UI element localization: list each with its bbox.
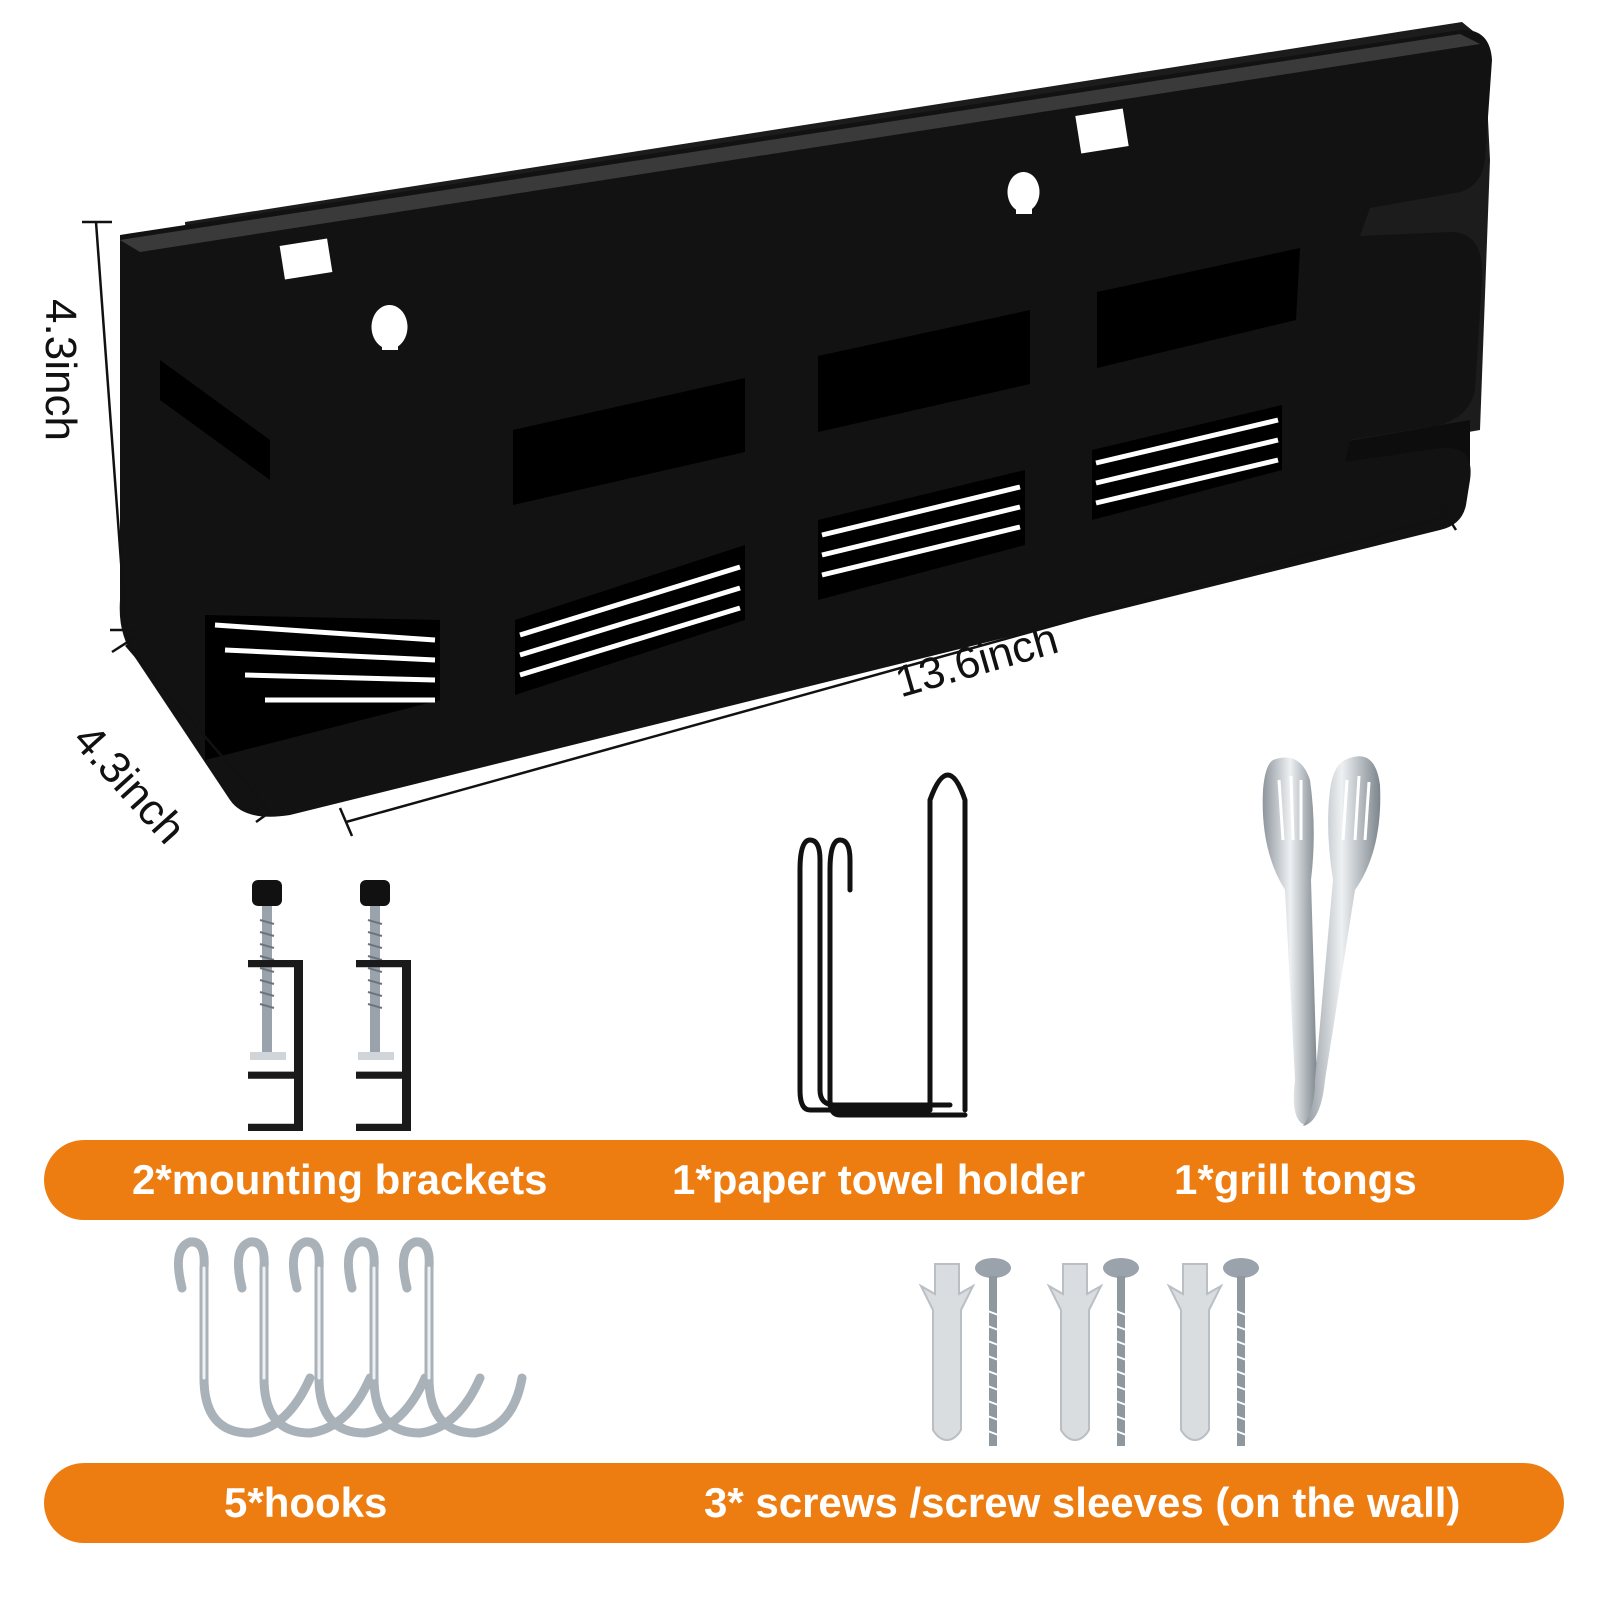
accessories-label-bar-1: 2*mounting brackets 1*paper towel holder… — [44, 1140, 1564, 1220]
s-hook-icon — [173, 1237, 527, 1438]
accessories-label-bar-2: 5*hooks 3* screws /screw sleeves (on the… — [44, 1463, 1564, 1543]
basket-illustration — [82, 22, 1493, 837]
paper-towel-holder-icon — [797, 772, 968, 1118]
grill-tongs-icon — [1262, 756, 1381, 1126]
screws-label: 3* screws /screw sleeves (on the wall) — [704, 1479, 1461, 1526]
height-dimension-label: 4.3inch — [36, 299, 85, 441]
mounting-brackets-label: 2*mounting brackets — [132, 1156, 548, 1203]
hooks-label: 5*hooks — [224, 1479, 388, 1526]
screw-icon — [918, 1257, 1260, 1447]
mounting-bracket-icon — [248, 880, 411, 1131]
paper-towel-holder-label: 1*paper towel holder — [672, 1156, 1086, 1203]
grill-tongs-label: 1*grill tongs — [1174, 1156, 1417, 1203]
